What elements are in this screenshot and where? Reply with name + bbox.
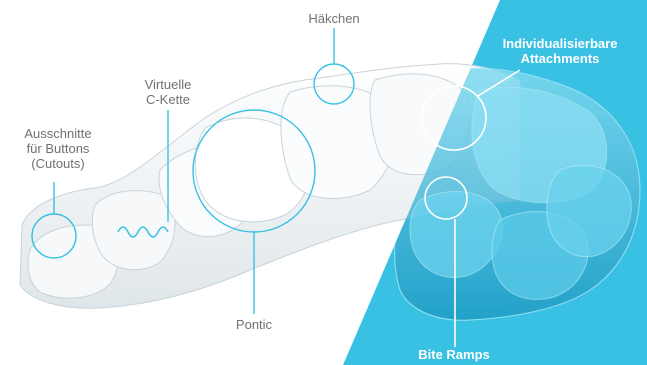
label-bite-ramps-line-1: Bite Ramps [402,347,506,362]
label-c-chain-line-1: Virtuelle [132,77,204,92]
label-attachments: Individualisierbare Attachments [490,36,630,66]
label-c-chain: Virtuelle C-Kette [132,77,204,107]
label-cutouts: Ausschnitte für Buttons (Cutouts) [18,126,98,171]
label-pontic: Pontic [222,317,286,332]
label-cutouts-line-3: (Cutouts) [18,156,98,171]
label-bite-ramps: Bite Ramps [402,347,506,362]
label-cutouts-line-1: Ausschnitte [18,126,98,141]
label-hooks: Häkchen [294,11,374,26]
label-hooks-line-1: Häkchen [294,11,374,26]
label-attachments-line-1: Individualisierbare [490,36,630,51]
label-attachments-line-2: Attachments [490,51,630,66]
label-c-chain-line-2: C-Kette [132,92,204,107]
label-pontic-line-1: Pontic [222,317,286,332]
label-cutouts-line-2: für Buttons [18,141,98,156]
